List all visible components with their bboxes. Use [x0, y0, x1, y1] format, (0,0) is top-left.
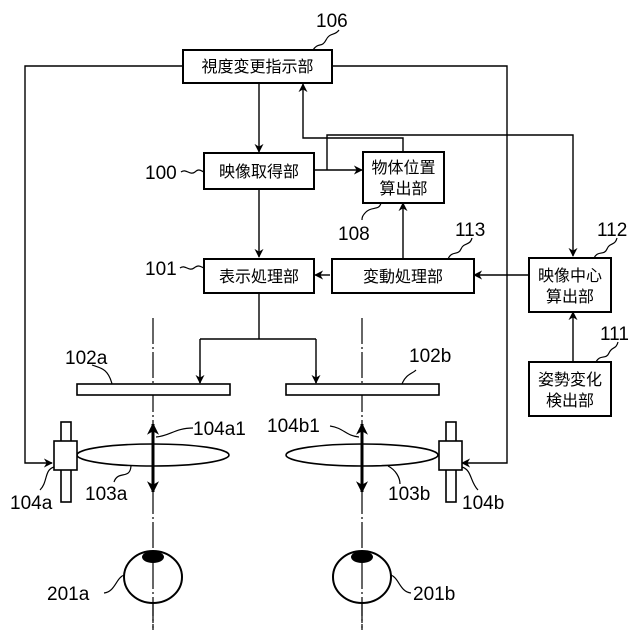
leader-112 [594, 238, 617, 258]
leader-100 [181, 170, 204, 173]
leader-106 [313, 30, 339, 50]
ref-100: 100 [145, 163, 177, 184]
ref-108: 108 [338, 224, 370, 245]
ref-111: 111 [600, 324, 629, 345]
ref-103b: 103b [388, 484, 430, 505]
line-101-split [200, 293, 316, 383]
ref-104b1: 104b1 [267, 416, 320, 437]
actuator-104a: 104a [10, 422, 77, 514]
block-108-label-line1: 物体位置 [371, 158, 435, 177]
block-111-label-line2: 検出部 [546, 391, 594, 410]
leader-102b [402, 370, 416, 384]
ref-201b: 201b [413, 584, 455, 605]
block-112-label-line1: 映像中心 [538, 266, 602, 285]
leader-108 [362, 203, 381, 220]
leader-103b [388, 466, 400, 484]
display-102a: 102a [65, 348, 230, 395]
leader-104a [40, 467, 54, 490]
ref-104b: 104b [462, 493, 504, 514]
leader-111 [596, 342, 618, 362]
block-111: 姿勢変化 検出部 111 [529, 324, 629, 416]
ref-102b: 102b [409, 346, 451, 367]
block-100: 映像取得部 100 [145, 153, 314, 189]
ref-101: 101 [145, 259, 177, 280]
display-102b: 102b [286, 346, 451, 395]
pupil-201b [351, 551, 373, 563]
block-112-label-line2: 算出部 [546, 287, 594, 306]
block-106-label: 視度変更指示部 [201, 57, 313, 76]
ref-106: 106 [316, 11, 348, 32]
block-108: 物体位置 算出部 108 [338, 152, 444, 245]
leader-201b [391, 575, 411, 593]
block-112: 映像中心 算出部 112 [529, 220, 627, 312]
block-101: 表示処理部 101 [145, 259, 314, 293]
block-106: 視度変更指示部 106 [183, 11, 348, 83]
leader-104b1 [330, 426, 359, 437]
leader-201a [104, 575, 124, 593]
actuator-104b: 104b [439, 422, 504, 514]
ref-103a: 103a [85, 484, 128, 505]
ref-113: 113 [455, 220, 485, 241]
block-113-label: 変動処理部 [363, 267, 443, 286]
ref-104a1: 104a1 [193, 419, 246, 440]
ref-112: 112 [597, 220, 627, 241]
block-101-label: 表示処理部 [219, 267, 299, 286]
leader-104a1 [156, 428, 193, 437]
ref-201a: 201a [47, 584, 90, 605]
leader-101 [180, 266, 204, 269]
leader-103a [114, 466, 131, 482]
block-111-label-line1: 姿勢変化 [538, 370, 602, 389]
pupil-201a [142, 551, 164, 563]
block-108-label-line2: 算出部 [379, 179, 427, 198]
eye-201b: 201b [333, 551, 455, 630]
block-100-label: 映像取得部 [219, 162, 299, 181]
leader-104b [462, 467, 478, 490]
leader-113 [448, 238, 472, 259]
eye-201a: 201a [47, 551, 182, 630]
line-108-to-106 [303, 84, 403, 152]
ref-102a: 102a [65, 348, 108, 369]
ref-104a: 104a [10, 493, 53, 514]
